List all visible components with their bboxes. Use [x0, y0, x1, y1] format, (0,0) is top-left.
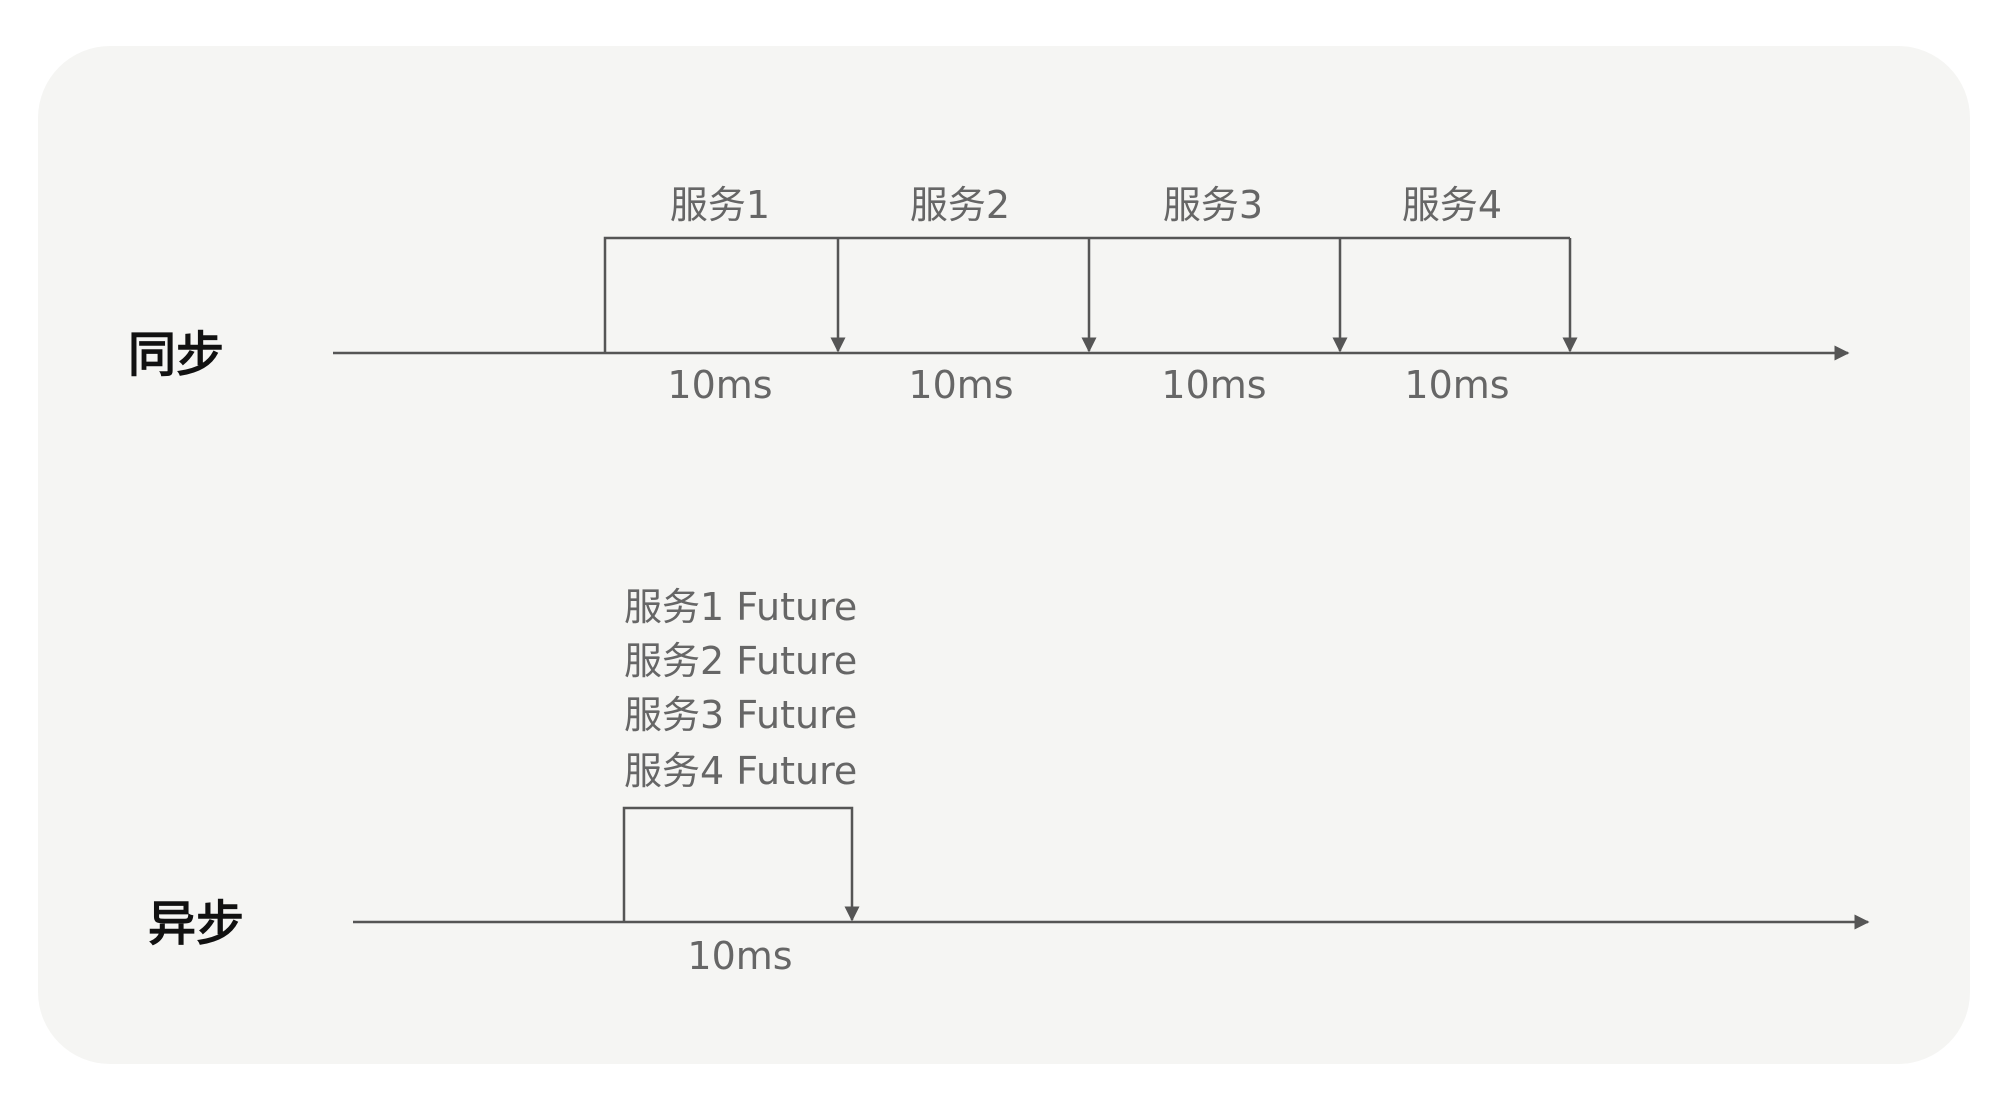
async-future2-label: 服务2 Future: [624, 639, 857, 683]
async-future4-label: 服务4 Future: [624, 749, 857, 793]
sync-duration4-label: 10ms: [1404, 363, 1509, 407]
sync-section-label: 同步: [128, 327, 224, 383]
async-section-label: 异步: [148, 896, 244, 952]
async-future1-label: 服务1 Future: [624, 585, 857, 629]
sync-bracket-top: [603, 236, 1570, 353]
async-duration-label: 10ms: [687, 934, 792, 978]
sync-duration3-label: 10ms: [1161, 363, 1266, 407]
sync-service2-label: 服务2: [910, 183, 1010, 227]
sync-service3-label: 服务3: [1163, 183, 1263, 227]
sync-service4-label: 服务4: [1402, 183, 1502, 227]
sync-duration1-label: 10ms: [667, 363, 772, 407]
async-bracket: [622, 806, 860, 922]
sync-duration2-label: 10ms: [908, 363, 1013, 407]
diagram-panel: [38, 46, 1970, 1064]
async-future3-label: 服务3 Future: [624, 693, 857, 737]
sync-service1-label: 服务1: [670, 183, 770, 227]
